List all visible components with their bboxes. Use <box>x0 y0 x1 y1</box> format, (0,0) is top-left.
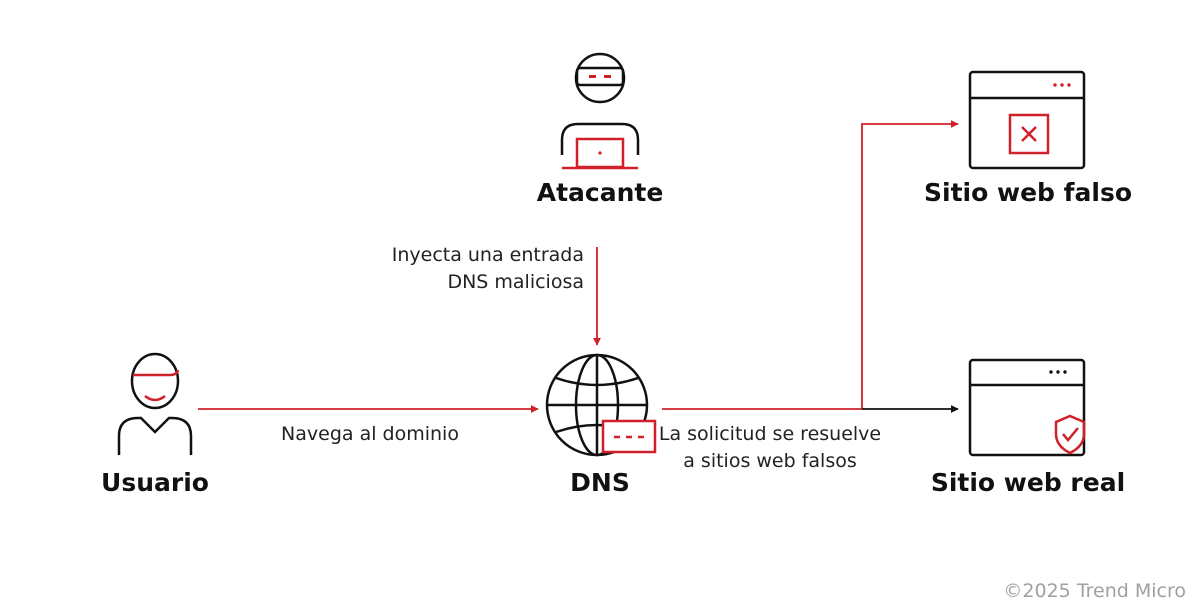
user-label: Usuario <box>101 468 209 497</box>
fake-website-icon <box>968 70 1086 170</box>
resolve-note-line1: La solicitud se resuelve <box>658 423 882 445</box>
fake-site-label: Sitio web falso <box>924 178 1132 207</box>
inject-note: Inyecta una entrada DNS maliciosa <box>370 242 584 296</box>
copyright-text: ©2025 Trend Micro <box>1003 580 1186 602</box>
inject-note-line2: DNS maliciosa <box>447 271 584 293</box>
dns-label: DNS <box>570 468 630 497</box>
user-icon <box>117 352 193 455</box>
fake-site-arrow <box>861 120 959 409</box>
inject-note-line1: Inyecta una entrada <box>391 244 584 266</box>
close-icon <box>1008 113 1050 155</box>
attacker-label: Atacante <box>536 178 664 207</box>
attacker-icon <box>560 52 640 170</box>
globe-icon <box>545 353 649 457</box>
browse-note: Navega al dominio <box>281 423 459 445</box>
real-website-icon <box>968 358 1086 457</box>
server-icon <box>601 419 657 454</box>
resolve-note-line2: a sitios web falsos <box>683 450 857 472</box>
real-site-label: Sitio web real <box>930 468 1126 497</box>
resolve-note: La solicitud se resuelve a sitios web fa… <box>650 421 890 475</box>
shield-check-icon <box>1054 414 1086 455</box>
